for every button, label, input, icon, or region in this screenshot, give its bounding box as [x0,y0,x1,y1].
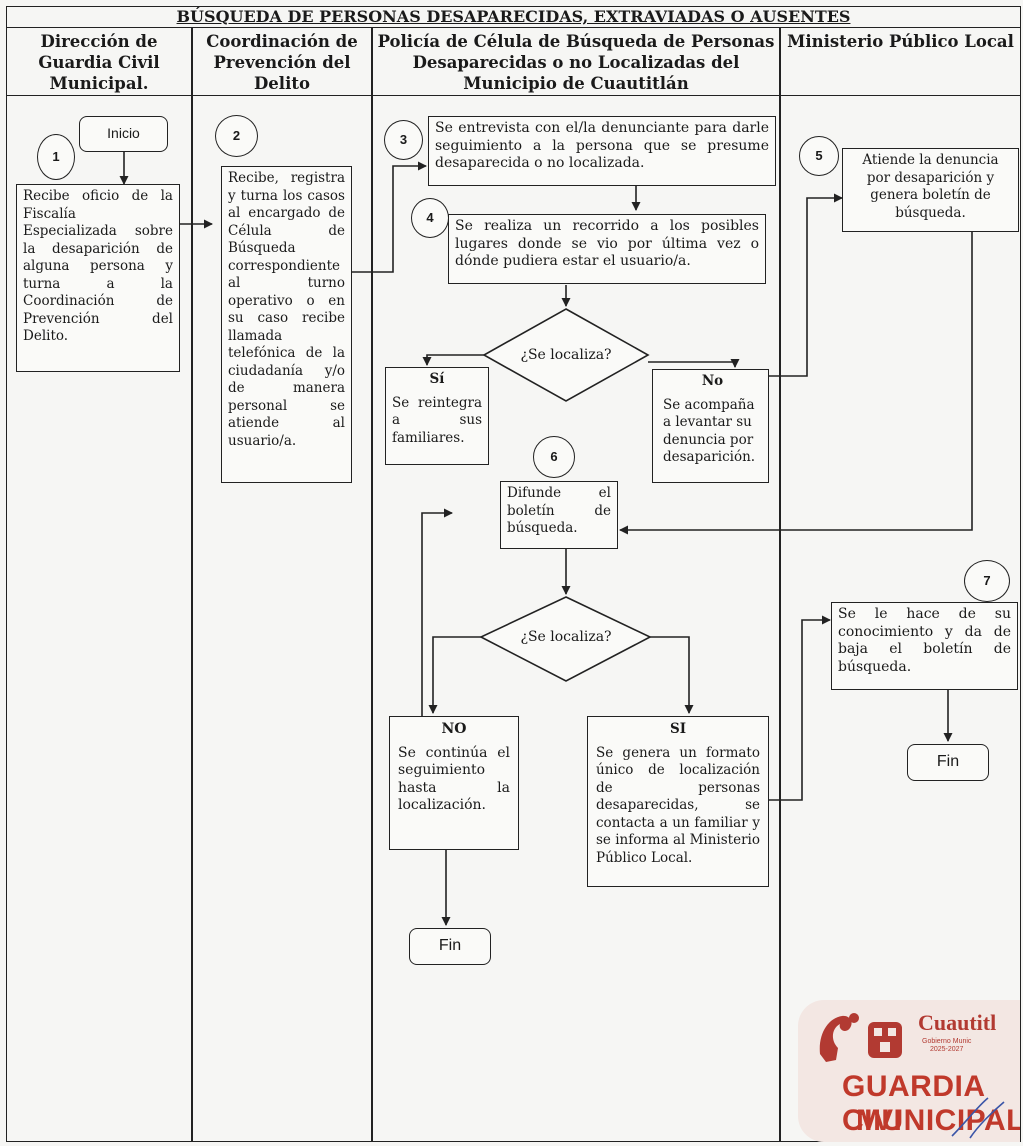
lane-header-line: Policía de Célula de Búsqueda de Persona… [377,32,775,51]
stamp-line-1: GUARDIA CIVI [842,1070,985,1137]
stamp-brand-subtitle: Gobierno Munic 2025-2027 [922,1038,971,1054]
lane-header-line: Ministerio Público Local [787,32,1014,51]
lane-header-celula-busqueda: Policía de Célula de Búsqueda de Persona… [372,28,780,96]
step5-text: Atiende la denuncia por desaparición y g… [862,152,999,221]
step5-box: Atiende la denuncia por desaparición y g… [842,148,1019,232]
lane-header-line: Desaparecidas o no Localizadas del [412,53,740,72]
decision2-label: ¿Se localiza? [520,629,612,645]
lane-header-line: Municipal. [49,74,149,93]
step7-text: Se le hace de su conocimiento y da de ba… [838,606,1011,675]
step-number-7: 7 [964,560,1010,602]
end-terminal-left: Fin [409,928,491,965]
step3-text: Se entrevista con el/la denunciante para… [435,120,769,171]
decision2-no-title: NO [441,721,467,737]
stamp-line-2: MUNICIPAL [856,1104,1020,1137]
lane-header-guardia-civil: Dirección de Guardia Civil Municipal. [6,28,192,96]
decision1-yes-text: Se reintegra a sus familiares. [392,394,482,446]
step6-text: Difunde el boletín de búsqueda. [507,485,611,536]
step1-box: Recibe oficio de la Fiscalía Especializa… [16,184,180,372]
decision1-no-text: Se acompaña a levantar su denuncia por d… [663,396,756,466]
decision1-no-box: No Se acompaña a levantar su denuncia po… [652,369,769,483]
stamp-emblem-icon [819,1013,902,1062]
lane-header-line: Guardia Civil [38,53,160,72]
lane-prevencion [192,96,372,1142]
step-number-6: 6 [533,436,575,478]
decision1-yes-box: Sí Se reintegra a sus familiares. [385,367,489,465]
lane-header-ministerio-publico: Ministerio Público Local [780,28,1021,96]
decision2-no-text: Se continúa el seguimiento hasta la loca… [398,744,510,814]
step-number-2: 2 [215,115,258,157]
decision1-label: ¿Se localiza? [520,347,612,363]
step4-text: Se realiza un recorrido a los posibles l… [455,218,759,269]
decision2-yes-title: SI [669,721,687,737]
stamp-brand-subtitle-line: Gobierno Munic [922,1038,972,1045]
decision2-yes-text: Se genera un formato único de localizaci… [596,744,760,866]
lane-header-line: Delito [254,74,310,93]
decision1-no-title: No [701,373,724,389]
step2-text: Recibe, registra y turna los casos al en… [228,170,345,449]
end-terminal-right: Fin [907,744,989,781]
step7-box: Se le hace de su conocimiento y da de ba… [831,602,1018,690]
lane-header-line: Prevención del [213,53,351,72]
lane-celula-busqueda [372,96,780,1142]
stamp-brand: Cuautitl [918,1010,997,1035]
lane-header-line: Coordinación de [206,32,358,51]
step4-box: Se realiza un recorrido a los posibles l… [448,214,766,284]
lane-header-prevencion: Coordinación de Prevención del Delito [192,28,372,96]
lane-guardia-civil [6,96,192,1142]
step-number-1: 1 [37,134,75,180]
lane-header-line: Dirección de [40,32,158,51]
lane-header-line: Municipio de Cuautitlán [463,74,689,93]
decision2-no-box: NO Se continúa el seguimiento hasta la l… [389,716,519,850]
decision2-yes-box: SI Se genera un formato único de localiz… [587,716,769,887]
step3-box: Se entrevista con el/la denunciante para… [428,116,776,186]
step2-box: Recibe, registra y turna los casos al en… [221,166,352,483]
diagram-title: BÚSQUEDA DE PERSONAS DESAPARECIDAS, EXTR… [6,6,1021,28]
step-number-4: 4 [411,198,449,238]
decision1-yes-title: Sí [429,371,445,387]
step6-box: Difunde el boletín de búsqueda. [500,481,618,549]
step-number-5: 5 [799,136,839,176]
stamp-signature [951,1097,1005,1139]
guardia-civil-stamp: Cuautitl Gobierno Munic 2025-2027 GUARDI… [798,1000,1020,1142]
start-terminal: Inicio [79,116,168,152]
step1-text: Recibe oficio de la Fiscalía Especializa… [23,188,173,344]
stamp-brand-subtitle-line: 2025-2027 [929,1046,964,1053]
step-number-3: 3 [384,120,423,160]
